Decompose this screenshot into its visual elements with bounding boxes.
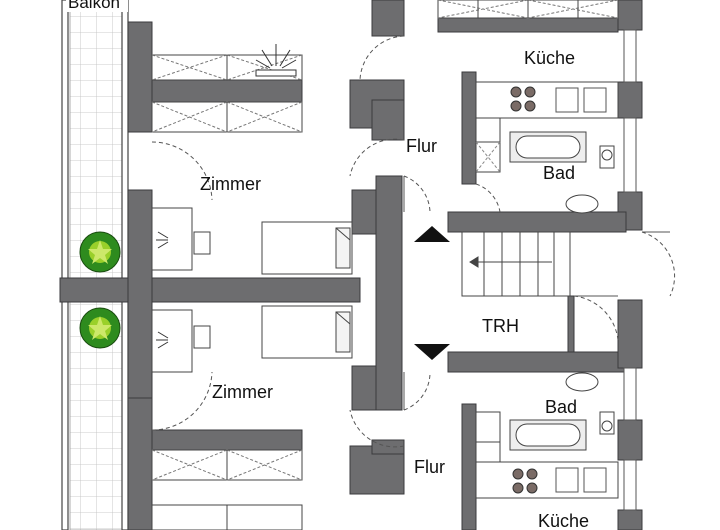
washbasin-icon [565,194,599,214]
staircase [461,231,571,297]
plant-icon [79,231,121,273]
door-leaves [403,176,670,410]
bathtub-icon [509,419,587,451]
sink-icon [555,467,607,493]
door-swings [151,35,676,448]
washbasin-icon [565,372,599,392]
label-trh: TRH [482,316,519,336]
bathroom-bottom [475,372,615,467]
label-bad-bottom: Bad [545,397,577,417]
sink-icon [555,87,607,113]
stove-icon [510,86,536,112]
label-bad-top: Bad [543,163,575,183]
room-labels: Balkon Küche Flur Bad Zimmer TRH Zimmer … [66,0,589,530]
label-flur-top: Flur [406,136,437,156]
label-zimmer-top: Zimmer [200,174,261,194]
plant-icon [79,307,121,349]
label-zimmer-bottom: Zimmer [212,382,273,402]
desk-bottom [151,309,211,373]
stair-arrows [414,226,450,360]
kitchen-counter-top [475,81,619,119]
lamp-icon [255,44,297,77]
cabinets [151,0,619,530]
label-kueche-bottom: Küche [538,511,589,530]
bed-top [261,221,353,275]
bathtub-icon [509,131,587,163]
kitchen-counter-bottom [475,461,619,499]
bathroom-top [475,117,615,214]
windows [623,29,637,511]
toilet-icon [599,411,615,435]
triangle-down-icon [414,344,450,360]
toilet-icon [599,145,615,169]
desk-top [151,207,211,271]
triangle-up-icon [414,226,450,242]
label-balkon: Balkon [68,0,120,12]
bed-bottom [261,305,353,359]
label-kueche-top: Küche [524,48,575,68]
stove-icon [512,468,538,494]
label-flur-bottom: Flur [414,457,445,477]
walls [59,0,643,530]
